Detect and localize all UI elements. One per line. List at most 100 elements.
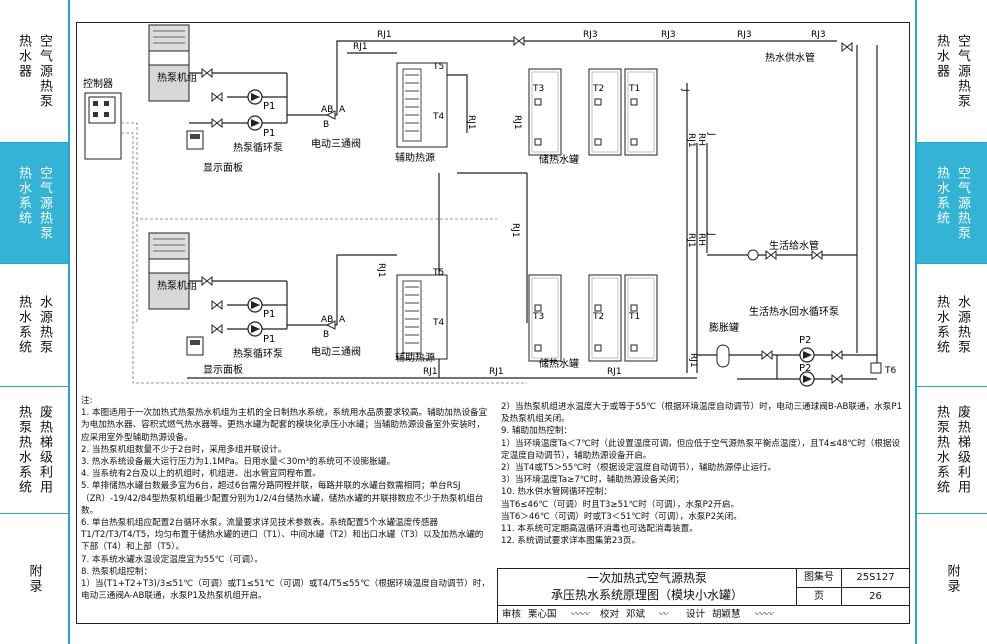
category-tab-appendix[interactable]: 附录 bbox=[917, 514, 987, 644]
category-tab-air-source-water-heater[interactable]: 空气源热泵热水器 bbox=[0, 0, 68, 143]
gate-valve[interactable] bbox=[513, 36, 525, 46]
note-item: 3. 热水系统设备最大运行压力为1.1MPa。日用水量＜30m³的系统可不设膨胀… bbox=[81, 457, 396, 468]
notes-column-right: 2）当热泵机组进水温度大于或等于55℃（根据环境温度自动调节）时，电动三通球阀B… bbox=[501, 401, 905, 547]
heat-pump-unit-label: 热泵机组 bbox=[157, 279, 197, 292]
pipe-j-label: J bbox=[680, 88, 690, 92]
note-item: 2）当热泵机组进水温度大于或等于55℃（根据环境温度自动调节）时，电动三通球阀B… bbox=[501, 402, 903, 425]
gate-valve[interactable] bbox=[201, 68, 213, 78]
gate-valve[interactable] bbox=[765, 250, 777, 260]
tab-text: 热泵热水系统 bbox=[934, 405, 949, 495]
category-tab-waste-heat-system[interactable]: 废热梯级利用热泵热水系统 bbox=[0, 387, 68, 514]
tab-text: 水源热泵 bbox=[37, 295, 52, 355]
page-label: 页 bbox=[797, 587, 842, 606]
checker-signature: 〰 bbox=[658, 609, 668, 620]
port-ab-label: AB bbox=[321, 315, 333, 325]
category-tab-water-source-system[interactable]: 水源热泵热水系统 bbox=[917, 264, 987, 387]
note-item: 11. 本系统可定期高温循环消毒也可选配消毒装置。 bbox=[501, 524, 698, 535]
gate-valve[interactable] bbox=[211, 92, 223, 102]
category-tab-air-source-hot-water-system[interactable]: 空气源热泵热水系统 bbox=[0, 143, 68, 264]
note-item: 2. 当热泵机组数量不少于2台时，采用多组并联设计。 bbox=[81, 444, 287, 455]
design-label: 设计 bbox=[686, 609, 706, 620]
expansion-tank-label: 膨胀罐 bbox=[709, 321, 739, 334]
pipe-rh-label: RH bbox=[696, 133, 706, 146]
tab-text: 热水器 bbox=[16, 33, 31, 79]
pump-p2-label: P2 bbox=[799, 335, 811, 346]
pump-p1-label: P1 bbox=[263, 128, 275, 139]
title-line-1: 一次加热式空气源热泵 bbox=[586, 571, 707, 585]
tab-text: 废热梯级利用 bbox=[37, 405, 52, 495]
pipe-rj1-label: RJ1 bbox=[686, 233, 696, 248]
three-way-valve[interactable] bbox=[325, 320, 336, 330]
gate-valve[interactable] bbox=[841, 42, 853, 52]
hot-water-supply-label: 热水供水管 bbox=[765, 51, 815, 64]
note-item: 当T6＞46℃（可调）时或T3＜51℃时（可调），水泵P2关闭。 bbox=[501, 511, 742, 522]
tab-text: 热水器 bbox=[934, 33, 949, 79]
heat-pump-unit[interactable] bbox=[148, 232, 190, 310]
category-tab-air-source-water-heater[interactable]: 空气源热泵热水器 bbox=[917, 0, 987, 143]
tab-text: 空气源热泵 bbox=[37, 165, 52, 241]
upper-heat-pump-group: 热泵机组 控制器 显示面板 P1 P1 热泵循环泵 bbox=[83, 24, 853, 174]
port-b-label: B bbox=[323, 330, 329, 340]
pump-p1-label: P1 bbox=[263, 309, 275, 320]
sensor-t2-label: T2 bbox=[592, 312, 604, 322]
note-item: 3）当环境温度Ta≥7℃时，辅助热源设备关闭； bbox=[501, 475, 684, 486]
display-panel[interactable] bbox=[186, 130, 204, 150]
gate-valve[interactable] bbox=[831, 350, 843, 360]
atlas-no-label: 图集号 bbox=[797, 569, 842, 587]
return-pump-label: 生活热水回水循环泵 bbox=[749, 305, 839, 318]
riser-pipes bbox=[438, 173, 528, 378]
three-way-valve-label: 电动三通阀 bbox=[311, 137, 361, 150]
aux-heat-source-label: 辅助热源 bbox=[395, 151, 435, 164]
storage-tank-t2[interactable] bbox=[588, 68, 622, 156]
gate-valve[interactable] bbox=[831, 374, 843, 384]
aux-heat-source[interactable] bbox=[396, 274, 448, 360]
display-panel-label: 显示面板 bbox=[203, 161, 243, 174]
gate-valve[interactable] bbox=[761, 350, 773, 360]
gate-valve[interactable] bbox=[211, 300, 223, 310]
pressure-gauge-icon bbox=[747, 249, 759, 261]
pipe-j-label: J bbox=[706, 232, 716, 236]
check-label: 校对 bbox=[600, 609, 620, 620]
page-number: 26 bbox=[842, 587, 909, 606]
reviewer-signature: 〰〰 bbox=[570, 609, 590, 620]
hp-circulation-pump[interactable] bbox=[247, 297, 263, 313]
display-panel[interactable] bbox=[186, 336, 204, 356]
category-tab-air-source-hot-water-system[interactable]: 空气源热泵热水系统 bbox=[917, 143, 987, 264]
return-circulation-pump[interactable] bbox=[799, 347, 815, 363]
hp-circulation-pump[interactable] bbox=[247, 115, 263, 131]
note-item: 10. 热水供水管网循环控制： bbox=[501, 487, 612, 498]
expansion-tank[interactable] bbox=[716, 344, 730, 368]
aux-heat-source[interactable] bbox=[396, 62, 448, 148]
gate-valve[interactable] bbox=[811, 250, 823, 260]
hp-circulation-pump[interactable] bbox=[247, 321, 263, 337]
category-tab-waste-heat-system[interactable]: 废热梯级利用热泵热水系统 bbox=[917, 387, 987, 514]
category-tab-appendix[interactable]: 附录 bbox=[0, 514, 68, 644]
note-item: 6. 单台热泵机组应配置2台循环水泵，流量要求详见技术参数表。系统配置5个水罐温… bbox=[81, 518, 484, 553]
return-circulation-pump[interactable] bbox=[799, 371, 815, 387]
controller[interactable] bbox=[84, 92, 122, 160]
gate-valve[interactable] bbox=[201, 276, 213, 286]
port-a-label: A bbox=[339, 105, 346, 115]
storage-tank-t1[interactable] bbox=[624, 68, 658, 156]
pipe-rh-label: RH bbox=[696, 233, 706, 246]
note-item: 当T6≤46℃（可调）时且T3≥51℃时（可调），水泵P2开启。 bbox=[501, 499, 740, 510]
hp-circulation-pump[interactable] bbox=[247, 89, 263, 105]
sensor-t2-label: T2 bbox=[592, 84, 604, 94]
heat-pump-unit[interactable] bbox=[148, 24, 190, 102]
signature-row: 审核 栗心国 〰〰 校对 邓斌 〰 设计 胡颖慧 〰〰 bbox=[498, 605, 909, 624]
note-item: 9. 辅助加热控制： bbox=[501, 426, 573, 437]
category-tab-water-source-system[interactable]: 水源热泵热水系统 bbox=[0, 264, 68, 387]
gate-valve[interactable] bbox=[211, 118, 223, 128]
three-way-valve[interactable] bbox=[325, 110, 336, 120]
gate-valve[interactable] bbox=[211, 324, 223, 334]
pipe-rj3-label: RJ3 bbox=[661, 30, 676, 40]
note-item: 8. 热泵机组控制： bbox=[81, 566, 153, 577]
storage-tank-t3[interactable] bbox=[528, 68, 562, 156]
notes-heading: 注: bbox=[81, 396, 93, 406]
sensor-t1-label: T1 bbox=[628, 84, 640, 94]
heat-pump-unit-label: 热泵机组 bbox=[157, 71, 197, 84]
note-item: 1）当环境温度Ta＜7℃时（此设置温度可调，但应低于空气源热泵平衡点温度），且T… bbox=[501, 438, 901, 461]
note-item: 1. 本图适用于一次加热式热泵热水机组为主机的全日制热水系统，系统用水品质要求较… bbox=[81, 408, 488, 443]
pipe-rj1-label: RJ1 bbox=[376, 263, 386, 278]
review-label: 审核 bbox=[502, 609, 522, 620]
